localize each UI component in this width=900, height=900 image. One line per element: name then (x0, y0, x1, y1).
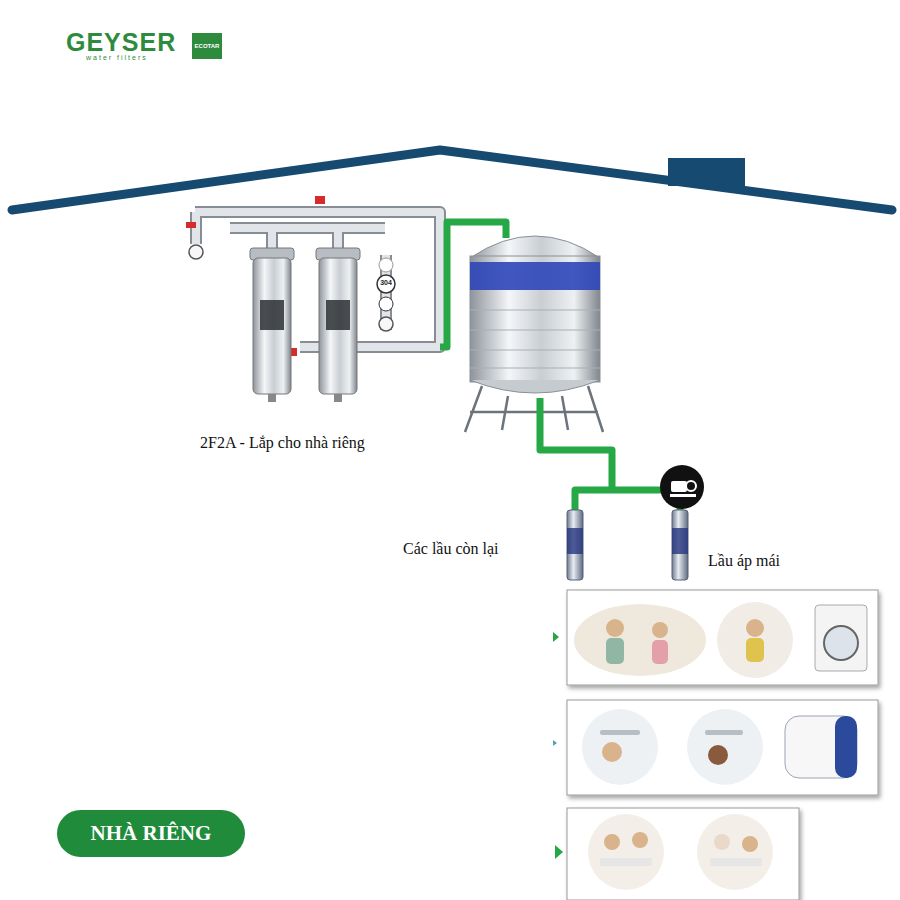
photo-placeholder (697, 814, 773, 890)
slim-filter (672, 510, 688, 580)
photo-faucet (705, 730, 743, 735)
photo-placeholder (582, 709, 658, 785)
photo-panel (567, 700, 878, 795)
node-text: NHÀ RIÊNG (91, 821, 212, 846)
panel-marker (555, 845, 563, 859)
brand-tagline: water filters (86, 54, 148, 61)
photo-figure (606, 619, 624, 637)
brand-name: GEYSER (66, 28, 176, 57)
panel-marker (553, 740, 557, 746)
filter-label-plate (260, 300, 284, 330)
photo-panel (567, 590, 878, 685)
filter-housing (253, 258, 291, 394)
washing-machine-door (824, 626, 858, 660)
photo-figure (632, 832, 648, 848)
slim-filter-band (567, 528, 583, 554)
panel-marker (553, 632, 559, 642)
badge-circle (379, 258, 393, 272)
steel-pipe-outline (195, 212, 440, 347)
filter-housing (319, 258, 357, 394)
tank-stand (465, 386, 603, 432)
water-heater (785, 716, 857, 778)
filter-drain (268, 394, 276, 402)
photo-faucet (600, 730, 640, 735)
photo-placeholder (588, 814, 664, 890)
badge-number: 304 (376, 279, 396, 286)
photo-figure (746, 638, 764, 662)
tank-rib (470, 310, 600, 368)
photo-figure (742, 836, 758, 852)
tank-band (470, 262, 600, 290)
photo-figure (652, 622, 668, 638)
pressure-gauge (189, 245, 203, 259)
photo-figure (714, 834, 730, 850)
tank-body (470, 256, 600, 382)
pressure-gauge (379, 317, 393, 331)
photo-panel (567, 808, 799, 900)
roof-chimney (668, 158, 745, 186)
branch-label: Lầu áp mái (708, 552, 780, 570)
steel-pipe (195, 212, 440, 347)
tank-dome (470, 236, 600, 258)
water-heater-panel (835, 716, 857, 778)
photo-figure (652, 640, 668, 664)
roof-line (12, 150, 892, 210)
valve-handle (315, 196, 325, 204)
tank-bottom (470, 380, 600, 393)
photo-figure (708, 745, 728, 765)
category-badge: NHÀ RIÊNG (57, 810, 245, 857)
photo-table (600, 858, 652, 866)
photo-figure (746, 619, 764, 637)
slim-filter (567, 510, 583, 580)
brand-box: ECOTAR (192, 33, 222, 59)
branch-label: Các lầu còn lại (403, 540, 499, 558)
slim-filter-band (672, 528, 688, 554)
photo-figure (604, 834, 620, 850)
photo-placeholder (574, 604, 706, 676)
pump-icon-part (670, 494, 696, 497)
photo-figure (606, 638, 624, 664)
filter-drain (334, 394, 342, 402)
badge-circle (379, 297, 393, 311)
photo-placeholder (717, 602, 793, 678)
system-label: 2F2A - Lắp cho nhà riêng (200, 434, 365, 452)
filter-label-plate (326, 300, 350, 330)
pump-icon (660, 465, 704, 509)
valve-handle (186, 222, 196, 228)
photo-placeholder (687, 709, 763, 785)
green-pipe (540, 398, 680, 512)
node-text: ECOTAR (195, 43, 220, 49)
photo-figure (602, 742, 622, 762)
photo-table (710, 858, 762, 866)
washing-machine (815, 605, 867, 671)
badge-circle (377, 275, 395, 293)
pump-icon-part (686, 481, 696, 491)
pump-icon-part (671, 481, 687, 492)
